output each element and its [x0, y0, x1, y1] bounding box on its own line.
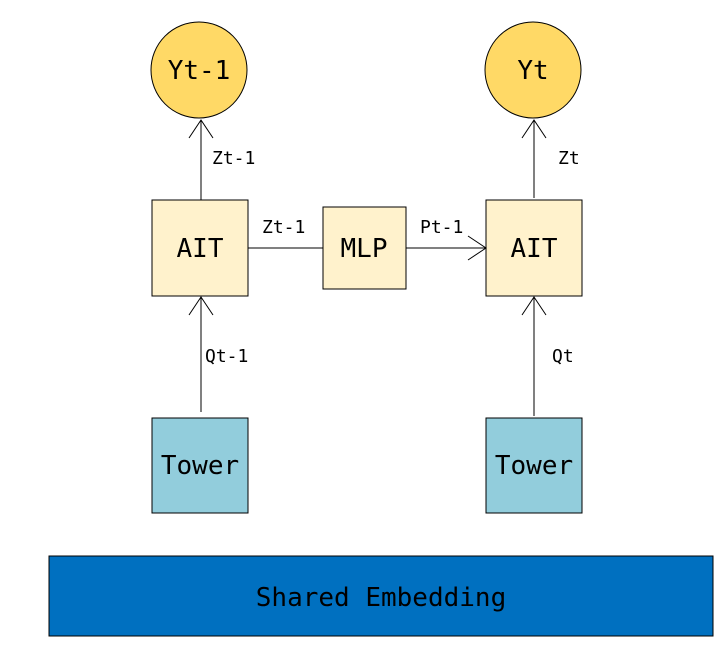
output-label-curr: Yt — [517, 56, 548, 86]
edge-label-z-prev-up: Zt-1 — [212, 148, 255, 169]
ait-box-prev — [151, 199, 249, 297]
shared-embedding-node: Shared Embedding — [48, 555, 714, 637]
tower-label-curr: Tower — [495, 451, 573, 481]
arrow-mlp-to-ait-curr — [406, 235, 487, 261]
tower-node-prev: Tower — [151, 417, 249, 514]
edge-label-q-curr: Qt — [552, 346, 574, 367]
arrow-tower-to-ait-curr — [521, 296, 547, 416]
ait-label-prev: AIT — [177, 234, 224, 264]
mlp-box — [322, 206, 407, 290]
shared-embedding-label: Shared Embedding — [256, 583, 506, 613]
mlp-node: MLP — [322, 206, 407, 290]
edge-label-z-prev-to-mlp: Zt-1 — [262, 217, 305, 238]
ait-node-curr: AIT — [485, 199, 583, 297]
shared-embedding-bar — [48, 555, 714, 637]
edge-label-z-curr-up: Zt — [558, 148, 580, 169]
tower-box-prev — [151, 417, 249, 514]
output-node-prev: Yt-1 — [150, 21, 248, 119]
output-circle-prev — [150, 21, 248, 119]
tower-label-prev: Tower — [161, 451, 239, 481]
tower-node-curr: Tower — [485, 417, 583, 514]
arrow-ait-to-output-prev — [188, 119, 214, 200]
edge-label-q-prev: Qt-1 — [205, 346, 248, 367]
output-node-curr: Yt — [484, 21, 582, 119]
edge-label-p-prev-to-ait: Pt-1 — [420, 217, 463, 238]
output-label-prev: Yt-1 — [168, 56, 231, 86]
ait-node-prev: AIT — [151, 199, 249, 297]
arrow-tower-to-ait-prev — [188, 296, 214, 412]
arrow-ait-to-output-curr — [521, 119, 547, 198]
ait-label-curr: AIT — [511, 234, 558, 264]
output-circle-curr — [484, 21, 582, 119]
mlp-label: MLP — [341, 234, 388, 264]
ait-box-curr — [485, 199, 583, 297]
tower-box-curr — [485, 417, 583, 514]
